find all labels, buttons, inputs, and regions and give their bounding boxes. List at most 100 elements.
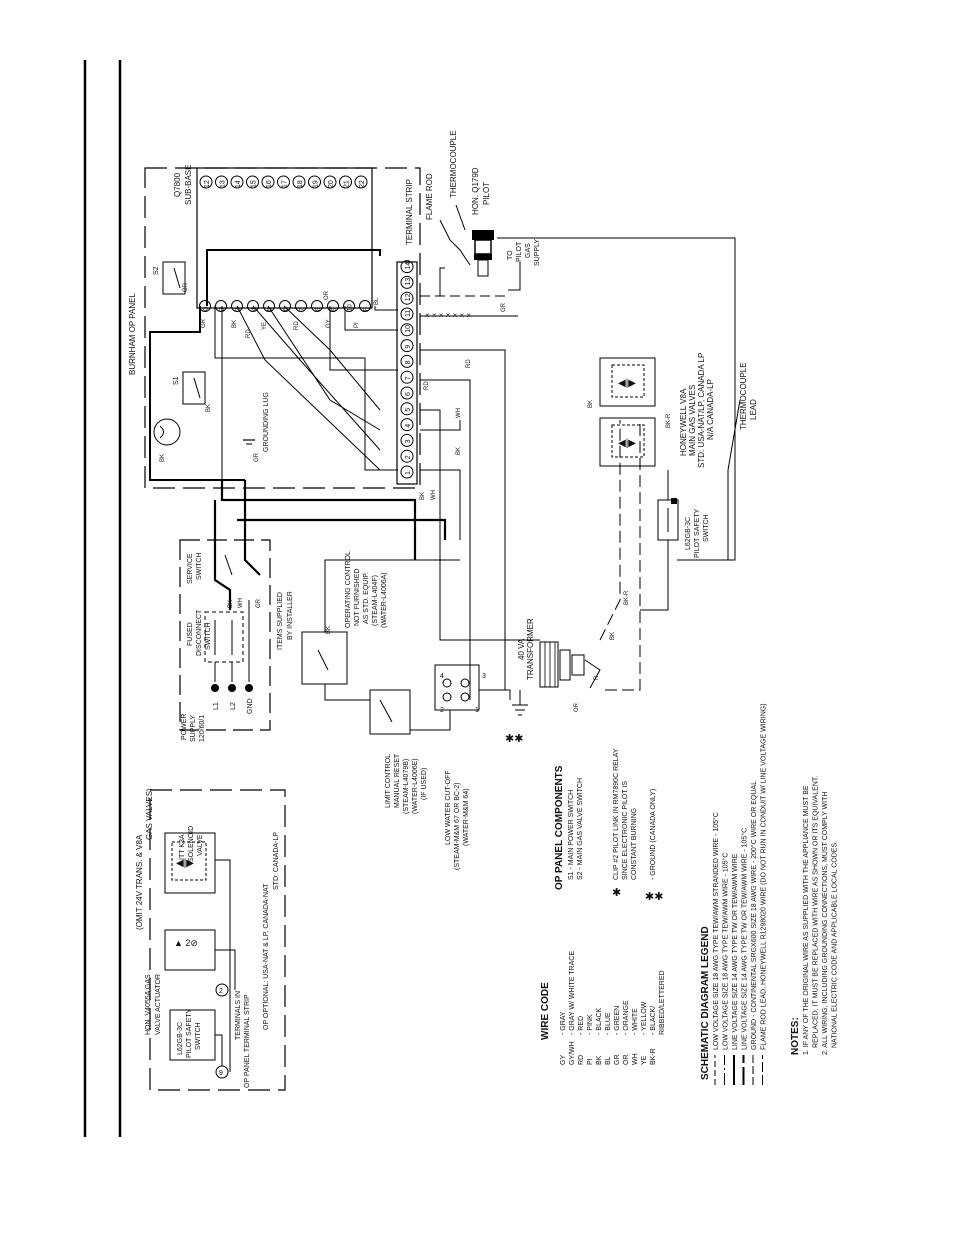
wire-code-desc: - BLUE: [605, 1012, 612, 1035]
subbase-terminal-number: 16: [266, 180, 273, 188]
strip-terminal-number: 5: [405, 408, 412, 412]
terminals-in-1: TERMINALS IN: [235, 991, 242, 1040]
wire-code-abbrev: RD: [578, 1055, 585, 1065]
pilot-model-1: HON. Q179D: [471, 167, 480, 215]
s1-label: S1: [173, 376, 180, 385]
fused-disconnect: [204, 611, 244, 663]
gas-valve-label-1: HONEYWELL V8A: [679, 388, 688, 456]
actuator-label-2: VALVE ACTUATOR: [155, 974, 162, 1035]
pilot-supply-4: SUPPLY: [534, 239, 541, 266]
strip-terminal: [400, 354, 414, 368]
relay-terminal: [263, 300, 275, 312]
strip-terminal-number: 1: [405, 471, 412, 475]
limit-control-box: [369, 689, 411, 735]
limit-control-2: MANUAL RESET: [394, 753, 401, 808]
svg-text:GY: GY: [326, 319, 332, 328]
subbase-terminal: [323, 175, 337, 189]
relay-terminal-label: 9: [332, 307, 338, 311]
lwco-box: [434, 664, 480, 711]
optional-header-2: GAS VALVES): [145, 788, 154, 840]
terminal-strip-label: TERMINAL STRIP: [405, 179, 414, 245]
terminal-strip-box: [396, 261, 418, 485]
wire-code-abbrev: GY/WH: [569, 1041, 576, 1065]
subbase-terminal-number: 12: [204, 180, 211, 188]
svg-text:BL: BL: [374, 297, 380, 305]
subbase-terminal: [215, 175, 228, 189]
wire-code-desc: - WHITE: [632, 1008, 639, 1035]
relay-terminal-label: 4: [252, 307, 258, 311]
psw-label-3: SWITCH: [703, 514, 710, 542]
svg-text:2: 2: [219, 988, 223, 995]
op-component-s1: S1 - MAIN POWER SWITCH: [568, 790, 575, 880]
svg-text:GR: GR: [256, 598, 262, 608]
svg-text:9: 9: [219, 1070, 223, 1077]
solenoid-valve: [164, 832, 216, 894]
limit-control-1: LIMIT CONTROL: [385, 754, 392, 808]
clip-note-1: CLIP #2 PILOT LINK IN RM7890C RELAY: [613, 748, 620, 880]
svg-text:PI: PI: [354, 322, 360, 328]
svg-text:BK: BK: [228, 600, 234, 608]
thermocouple-lead-1: THERMOCOUPLE: [739, 362, 748, 430]
gas-valve-label-4: N/A CANADA-LP: [706, 379, 715, 440]
transformer-label-2: TRANSFORMER: [526, 618, 535, 680]
optional-header-1: (OMIT 24V TRANS. & V8A: [135, 834, 144, 930]
ground-canada-symbol: ✱✱: [505, 733, 523, 745]
svg-text:BK: BK: [326, 626, 332, 634]
svg-text:RD: RD: [466, 359, 472, 368]
legend-title: SCHEMATIC DIAGRAM LEGEND: [700, 926, 711, 1080]
svg-text:OR: OR: [574, 702, 580, 712]
clip-note-3: CONSTANT BURNING: [631, 808, 638, 880]
clip-asterisk: ✱: [612, 887, 621, 899]
svg-text:3: 3: [482, 673, 486, 680]
relay-terminal: [231, 300, 243, 312]
svg-text:BK-R: BK-R: [624, 590, 630, 605]
svg-text:L2: L2: [230, 702, 237, 710]
svg-text:BK: BK: [206, 404, 212, 412]
subbase-terminal: [354, 175, 368, 189]
limit-control-5: (IF USED): [421, 768, 428, 800]
strip-terminal-number: 9: [405, 345, 412, 349]
relay-terminal: [295, 300, 307, 312]
subbase-terminal: [308, 175, 321, 189]
optional-options-2: STD: CANADA-LP: [273, 832, 280, 890]
strip-terminal-number: 4: [405, 424, 412, 428]
subbase-terminal-number: 17: [282, 180, 289, 188]
power-supply-3: 120/60/1: [199, 715, 206, 742]
subbase-box: [196, 167, 373, 309]
svg-text:2: 2: [440, 707, 444, 714]
solenoid-label-1: ITT K3A: [179, 834, 186, 860]
strip-terminal-number: 11: [405, 310, 412, 317]
wire-code-desc: - GRAY W/ WHITE TRACE: [569, 951, 576, 1035]
wire-code-abbrev: WH: [632, 1053, 639, 1065]
s1-switch-box: [182, 371, 206, 405]
strip-terminal-number: 3: [405, 439, 412, 443]
wire-code-title: WIRE CODE: [540, 982, 551, 1040]
grounding-lug-label: GROUNDING LUG: [263, 392, 270, 452]
strip-terminal: [400, 402, 414, 416]
svg-text:4: 4: [440, 673, 444, 680]
svg-text:RD: RD: [424, 381, 430, 390]
wire-code-desc: - YELLOW: [641, 1001, 648, 1035]
ground-asterisk: ✱✱: [645, 891, 663, 903]
transformer: [539, 641, 585, 688]
svg-text:GR: GR: [201, 318, 207, 328]
power-supply-1: POWER: [181, 714, 188, 740]
svg-text:WH: WH: [431, 490, 437, 500]
svg-text:OR: OR: [324, 290, 330, 300]
optional-actuator-section: (OMIT 24V TRANS. & V8A GAS VALVES) HON. …: [135, 788, 286, 1091]
schematic-legend: SCHEMATIC DIAGRAM LEGEND LOW VOLTAGE SIZ…: [700, 703, 768, 1085]
limit-control-4: (WATER-L4006E): [412, 758, 419, 814]
limit-control-3: (STEAM-L4079B): [403, 759, 410, 814]
subbase-terminal-number: 19: [313, 180, 320, 188]
operating-control-1: OPERATING CONTROL: [345, 551, 352, 628]
pilot-supply-1: TO: [507, 250, 514, 260]
subbase-label-1: Q7800: [173, 172, 182, 197]
svg-text:BK: BK: [610, 632, 616, 640]
wire-code-abbrev: GY: [560, 1055, 567, 1065]
clip-note-2: SINCE ELECTRONIC PILOT IS: [622, 781, 629, 880]
svg-text:BK-R: BK-R: [666, 413, 672, 428]
